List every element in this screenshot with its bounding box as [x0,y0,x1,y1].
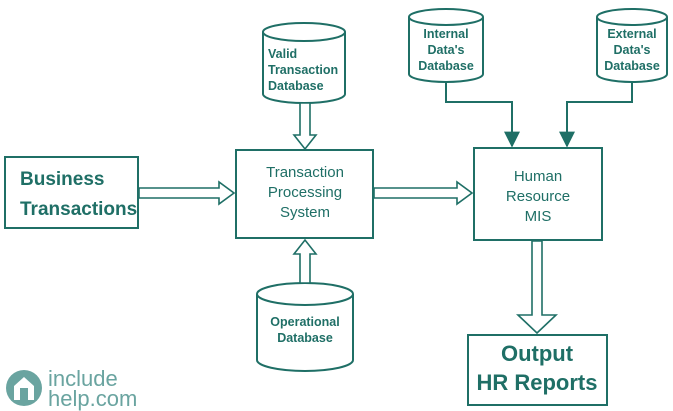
external-db-line2: Data's [613,43,650,57]
tps-line2: Processing [268,184,342,201]
arrow-hrmis-to-output [515,240,559,335]
internal-db-line3: Database [418,59,474,73]
hr-mis-line1: Human [514,168,562,185]
internal-db-line2: Data's [427,43,464,57]
business-transactions-box: Business Transactions [4,156,139,229]
external-data-database: External Data's Database [596,8,668,83]
operational-database: Operational Database [256,282,354,372]
hr-mis-line2: Resource [506,188,570,205]
transaction-processing-system-box: Transaction Processing System [235,149,374,239]
tps-line1: Transaction [266,164,344,181]
output-hr-reports-box: Output HR Reports [467,334,608,406]
operational-db-line1: Operational [270,315,339,329]
valid-db-line3: Database [268,79,324,93]
arrow-operationaldb-to-tps [292,238,318,284]
internal-db-line1: Internal [423,27,468,41]
valid-transaction-database: Valid Transaction Database [262,22,346,104]
business-line2: Transactions [20,199,137,220]
includehelp-logo: include help.com [6,366,137,411]
external-db-line1: External [607,27,656,41]
valid-db-line1: Valid [268,47,297,61]
arrow-tps-to-hrmis [373,180,474,206]
connector-external-to-hrmis [559,82,633,148]
valid-db-line2: Transaction [268,63,338,77]
human-resource-mis-box: Human Resource MIS [473,147,603,241]
logo-text-line1: include [48,366,118,391]
hr-mis-line3: MIS [525,208,552,225]
logo-text-line2: help.com [48,386,137,411]
output-line1: Output [501,341,574,366]
business-line1: Business [20,169,104,190]
internal-data-database: Internal Data's Database [408,8,484,83]
external-db-line3: Database [604,59,660,73]
operational-db-line2: Database [277,331,333,345]
tps-line3: System [280,204,330,221]
arrow-validdb-to-tps [292,102,318,151]
arrow-business-to-tps [138,180,236,206]
connector-internal-to-hrmis [445,82,520,148]
output-line2: HR Reports [476,370,597,395]
